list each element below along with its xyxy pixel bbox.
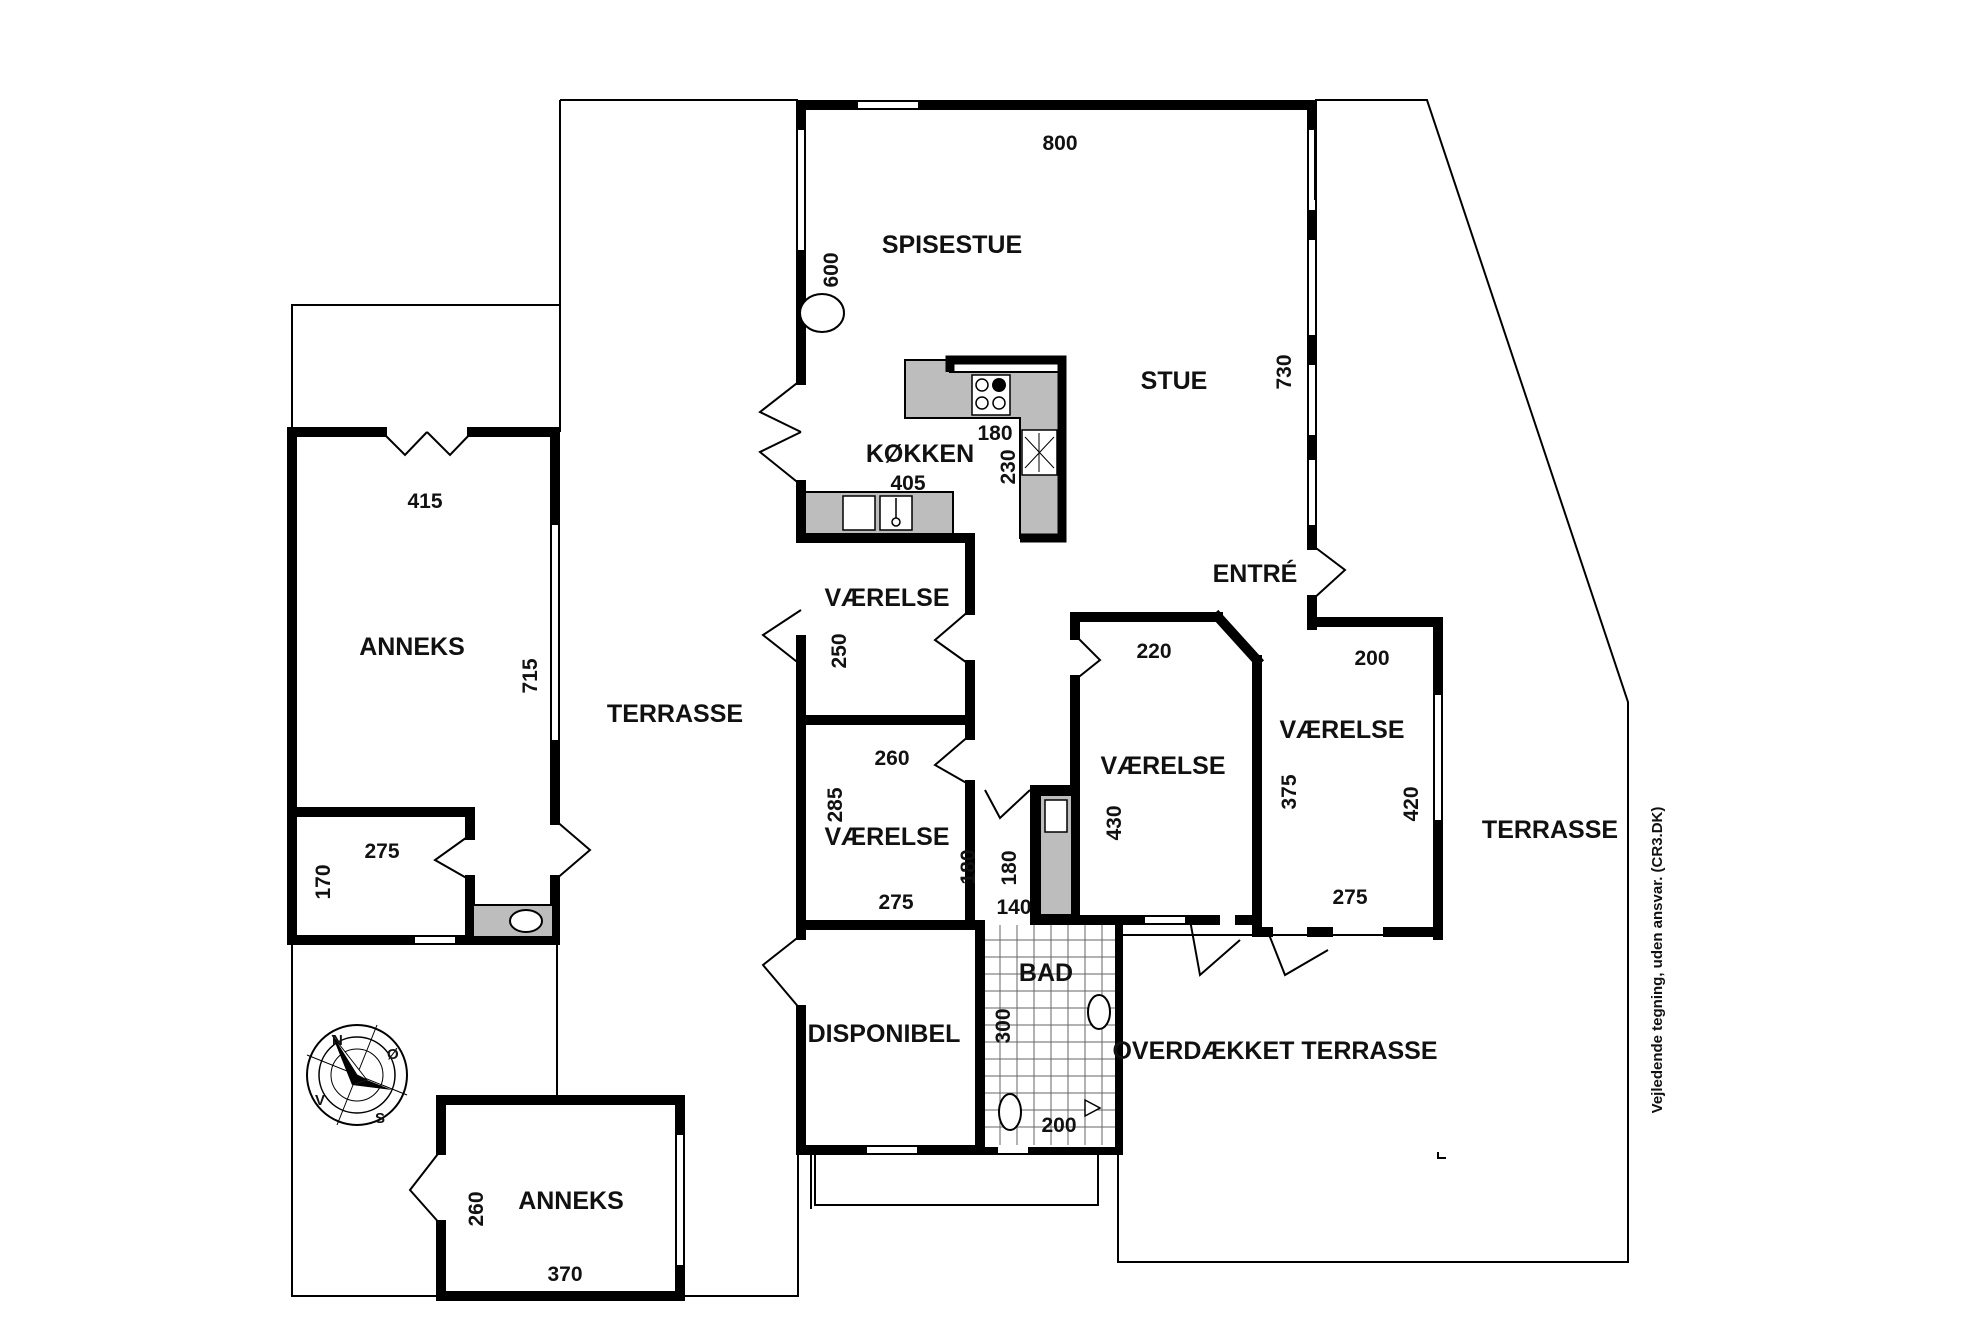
door-swings [381,379,1347,1226]
dim-200-vaerelse: 200 [1354,647,1389,670]
dim-715: 715 [519,658,542,693]
disclaimer-text: Vejledende tegning, uden ansvar. (CR3.DK… [1649,807,1666,1114]
anneks-toilet [472,904,554,938]
dim-405: 405 [890,472,925,495]
anneks-2-walls [436,1095,685,1301]
dim-730: 730 [1273,354,1296,389]
compass-south: S [375,1110,385,1127]
room-label-anneks-2: ANNEKS [518,1187,624,1215]
dining-table [799,293,845,333]
dim-250: 250 [828,633,851,668]
room-label-vaerelse-3: VÆRELSE [1100,752,1225,780]
room-label-kokken: KØKKEN [866,440,974,468]
room-label-stue: STUE [1141,367,1208,395]
dim-375: 375 [1278,774,1301,809]
dim-260-anneks: 260 [465,1191,488,1226]
dim-285: 285 [824,787,847,822]
dim-420: 420 [1400,786,1423,821]
room-label-disponibel: DISPONIBEL [808,1020,961,1048]
compass-north: N [332,1032,343,1049]
compass-east: Ø [387,1046,399,1063]
dim-275-vaerelse: 275 [878,891,913,914]
dim-140: 140 [996,896,1031,919]
anneks-1-walls [287,427,560,945]
room-labels: SPISESTUE STUE KØKKEN ENTRÉ VÆRELSE VÆRE… [359,231,1618,1215]
room-label-terrasse-west: TERRASSE [607,700,743,728]
room-label-entre: ENTRÉ [1213,559,1298,588]
room-label-anneks-1: ANNEKS [359,633,465,661]
dim-370: 370 [547,1263,582,1286]
windows [796,100,1443,1209]
dim-230: 230 [997,449,1020,484]
dim-180-vaerelse: 180 [957,849,980,884]
room-label-spisestue: SPISESTUE [882,231,1022,259]
dim-180-kitchen: 180 [977,422,1012,445]
dim-275-vaerelse-4: 275 [1332,886,1367,909]
compass-west: V [315,1092,325,1109]
dim-260-vaerelse: 260 [874,747,909,770]
room-label-vaerelse-4: VÆRELSE [1279,716,1404,744]
dim-220: 220 [1136,640,1171,663]
dim-415: 415 [407,490,442,513]
kitchen-counters [804,355,1067,543]
room-label-bad: BAD [1019,959,1073,987]
anneks-1-windows [410,520,560,945]
room-label-vaerelse-2: VÆRELSE [824,823,949,851]
dim-275-anneks: 275 [364,840,399,863]
dim-800: 800 [1042,132,1077,155]
room-label-vaerelse-1: VÆRELSE [824,584,949,612]
bathroom-tiles [985,794,1115,1147]
room-label-terrasse-east: TERRASSE [1482,816,1618,844]
dim-300: 300 [992,1008,1015,1043]
dim-180-hall: 180 [998,850,1021,885]
compass-icon: N Ø S V [306,1024,408,1127]
dim-600: 600 [820,252,843,287]
house-walls [796,100,1443,1155]
dim-200-bad: 200 [1041,1114,1076,1137]
dim-430: 430 [1103,805,1126,840]
anneks-2-windows [675,1130,685,1270]
terrace-outlines [291,99,1629,1297]
dimension-labels: 800 600 730 180 230 405 415 715 250 260 … [312,132,1423,1286]
dim-170: 170 [312,864,335,899]
room-label-overdaekket-terrasse: OVERDÆKKET TERRASSE [1112,1037,1437,1065]
